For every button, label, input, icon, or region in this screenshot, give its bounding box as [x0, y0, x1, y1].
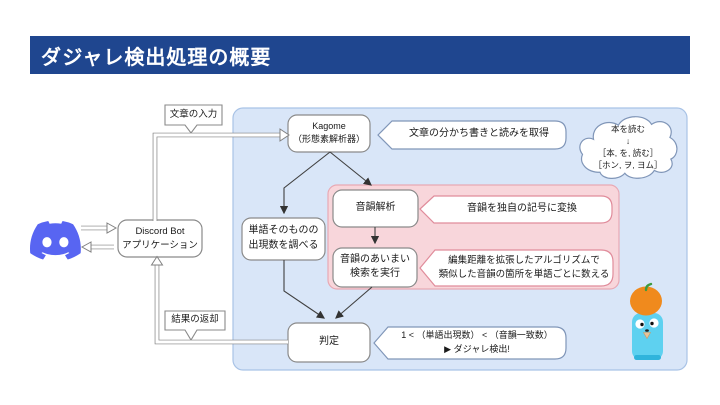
bot-to-discord-arrow [80, 241, 114, 253]
input-label-shape [164, 104, 223, 134]
arrow-wordcount-to-judgement [283, 260, 326, 319]
judge-callout-label: 1 < （単語出現数） < （音韻一致数） ▶ ダジャレ検出! [401, 330, 553, 354]
kagome-box [287, 114, 371, 153]
cloud-note: 本を読む ↓ ［本, を, 読む］ ［ホン, ヲ, ヨム］ [593, 123, 663, 171]
judge-callout-shape [373, 326, 567, 360]
result-flow-arrow [150, 255, 288, 345]
kagome-label: Kagome （形態素解析器） [292, 120, 365, 145]
fuzzy-search-label: 音韻のあいまい 検索を実行 [340, 253, 410, 280]
discord-icon [30, 221, 81, 260]
convert-callout-shape [419, 195, 613, 224]
arrow-kagome-to-phoneme [329, 151, 372, 186]
tokenize-callout-shape [377, 120, 567, 150]
flow-arrows [279, 151, 380, 319]
page-title: ダジャレ検出処理の概要 [30, 36, 690, 74]
judgement-label: 判定 [319, 335, 339, 347]
discord-bot-label: Discord Bot アプリケーション [122, 225, 198, 251]
result-label: 結果の返却 [171, 314, 219, 326]
fuzzy-search-box [332, 247, 418, 288]
convert-callout-label: 音韻を独自の記号に変換 [467, 202, 577, 214]
input-flow-arrow [152, 128, 290, 221]
gopher-mascot-icon [630, 282, 663, 360]
orange-icon [630, 286, 662, 316]
input-label: 文章の入力 [169, 108, 218, 120]
edit-distance-callout-label: 編集距離を拡張したアルゴリズムで 類似した音韻の箇所を単語ごとに数える [438, 254, 610, 280]
tokenize-callout-label: 文章の分かち書きと読みを取得 [409, 128, 549, 140]
discord-bot-box [117, 219, 203, 258]
arrow-fuzzy-to-judgement [335, 286, 373, 319]
result-label-shape [164, 310, 226, 342]
phoneme-analysis-label: 音韻解析 [355, 201, 396, 213]
discord-to-bot-arrow [81, 222, 118, 234]
cloud-shape [579, 116, 678, 180]
edit-distance-callout-shape [419, 249, 614, 287]
arrow-kagome-to-wordcount [279, 151, 331, 215]
word-count-label: 単語そのものの 出現数を調べる [248, 225, 319, 251]
